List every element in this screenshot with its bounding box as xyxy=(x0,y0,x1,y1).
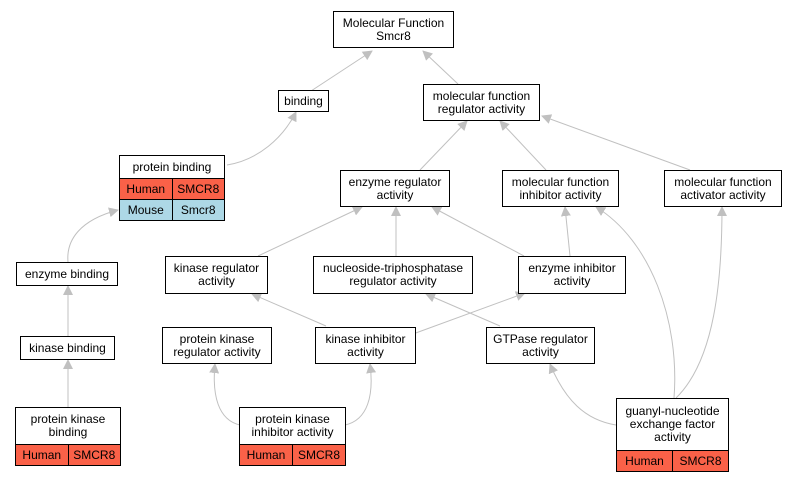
node-kinase-binding[interactable]: kinase binding xyxy=(20,336,115,360)
species-row-mouse: Mouse Smcr8 xyxy=(120,199,224,220)
node-protein-kinase-regulator-activity[interactable]: protein kinase regulator activity xyxy=(162,327,272,364)
node-label: enzyme regulator activity xyxy=(348,174,442,202)
edge-gnef-to-gtpase-regulator xyxy=(548,363,617,426)
edge-gtpase-regulator-to-ntpase-regulator xyxy=(425,292,501,327)
node-molecular-function-root[interactable]: Molecular Function Smcr8 xyxy=(333,11,454,48)
node-enzyme-binding[interactable]: enzyme binding xyxy=(16,262,118,286)
species-row-human: Human SMCR8 xyxy=(617,450,728,471)
node-label: enzyme binding xyxy=(24,266,110,281)
edge-kinase-inhibitor-to-kinase-regulator xyxy=(251,292,327,327)
edge-enzyme-binding-to-protein-binding xyxy=(67,207,119,263)
edge-gnef-to-mf-activator xyxy=(675,206,727,399)
node-kinase-regulator-activity[interactable]: kinase regulator activity xyxy=(165,256,268,294)
node-label: protein binding xyxy=(132,159,212,174)
edge-mf-activator-to-mf-regulator xyxy=(541,114,691,171)
species-cell: Mouse xyxy=(120,200,172,220)
node-label: binding xyxy=(284,93,323,108)
edge-kinase-inhibitor-to-enzyme-inhibitor xyxy=(412,291,526,335)
gene-cell: Smcr8 xyxy=(171,200,224,220)
gene-cell: SMCR8 xyxy=(672,451,728,471)
node-label: Molecular Function Smcr8 xyxy=(342,15,445,43)
node-label: GTPase regulator activity xyxy=(493,331,588,359)
node-molecular-function-regulator-activity[interactable]: molecular function regulator activity xyxy=(423,84,540,121)
node-enzyme-regulator-activity[interactable]: enzyme regulator activity xyxy=(340,170,450,207)
node-label: molecular function inhibitor activity xyxy=(511,174,610,202)
species-row-human: Human SMCR8 xyxy=(240,444,345,465)
node-gtpase-regulator-activity[interactable]: GTPase regulator activity xyxy=(486,327,595,364)
node-molecular-function-inhibitor-activity[interactable]: molecular function inhibitor activity xyxy=(502,170,619,207)
edge-enzyme-inhibitor-to-enzyme-regulator xyxy=(431,206,525,257)
edge-pk-inhibitor-to-pk-regulator xyxy=(209,363,241,426)
edge-binding-to-root xyxy=(310,50,373,92)
node-protein-binding[interactable]: protein binding Human SMCR8 Mouse Smcr8 xyxy=(119,155,225,221)
node-enzyme-inhibitor-activity[interactable]: enzyme inhibitor activity xyxy=(518,256,626,294)
node-label: protein kinase inhibitor activity xyxy=(251,412,334,439)
node-guanyl-nucleotide-exchange-factor-activity[interactable]: guanyl-nucleotide exchange factor activi… xyxy=(616,398,729,472)
node-label: molecular function regulator activity xyxy=(432,88,531,116)
edge-enzyme-regulator-to-mf-regulator xyxy=(419,120,468,171)
edge-mf-regulator-to-root xyxy=(422,50,459,85)
edge-pk-inhibitor-to-kinase-inhibitor xyxy=(344,363,377,426)
node-molecular-function-activator-activity[interactable]: molecular function activator activity xyxy=(664,170,782,207)
node-binding[interactable]: binding xyxy=(278,90,329,112)
gene-cell: SMCR8 xyxy=(171,179,224,199)
node-label: guanyl-nucleotide exchange factor activi… xyxy=(625,404,720,444)
species-cell: Human xyxy=(240,445,292,465)
species-cell: Human xyxy=(16,445,68,465)
node-label: kinase inhibitor activity xyxy=(325,331,406,359)
gene-cell: SMCR8 xyxy=(67,445,120,465)
species-cell: Human xyxy=(617,451,672,471)
node-kinase-inhibitor-activity[interactable]: kinase inhibitor activity xyxy=(315,327,416,364)
node-label: nucleoside-triphosphatase regulator acti… xyxy=(322,261,464,288)
species-cell: Human xyxy=(120,179,172,199)
node-protein-kinase-inhibitor-activity[interactable]: protein kinase inhibitor activity Human … xyxy=(239,407,346,466)
species-row-human: Human SMCR8 xyxy=(16,444,120,465)
node-label: protein kinase binding xyxy=(30,412,106,439)
node-nucleoside-triphosphatase-regulator-activity[interactable]: nucleoside-triphosphatase regulator acti… xyxy=(313,256,473,294)
edge-protein-binding-to-binding xyxy=(226,111,297,166)
node-label: enzyme inhibitor activity xyxy=(528,261,616,288)
species-row-human: Human SMCR8 xyxy=(120,178,224,199)
edge-mf-inhibitor-to-mf-regulator xyxy=(499,120,547,171)
node-label: kinase regulator activity xyxy=(173,261,260,288)
edge-gnef-to-mf-inhibitor xyxy=(595,206,676,399)
gene-cell: SMCR8 xyxy=(292,445,345,465)
node-protein-kinase-binding[interactable]: protein kinase binding Human SMCR8 xyxy=(15,407,121,466)
edge-kinase-regulator-to-enzyme-regulator xyxy=(257,206,363,257)
node-label: protein kinase regulator activity xyxy=(173,331,261,359)
node-label: kinase binding xyxy=(29,340,106,355)
edge-enzyme-inhibitor-to-mf-inhibitor xyxy=(560,206,571,257)
node-label: molecular function activator activity xyxy=(674,174,772,202)
